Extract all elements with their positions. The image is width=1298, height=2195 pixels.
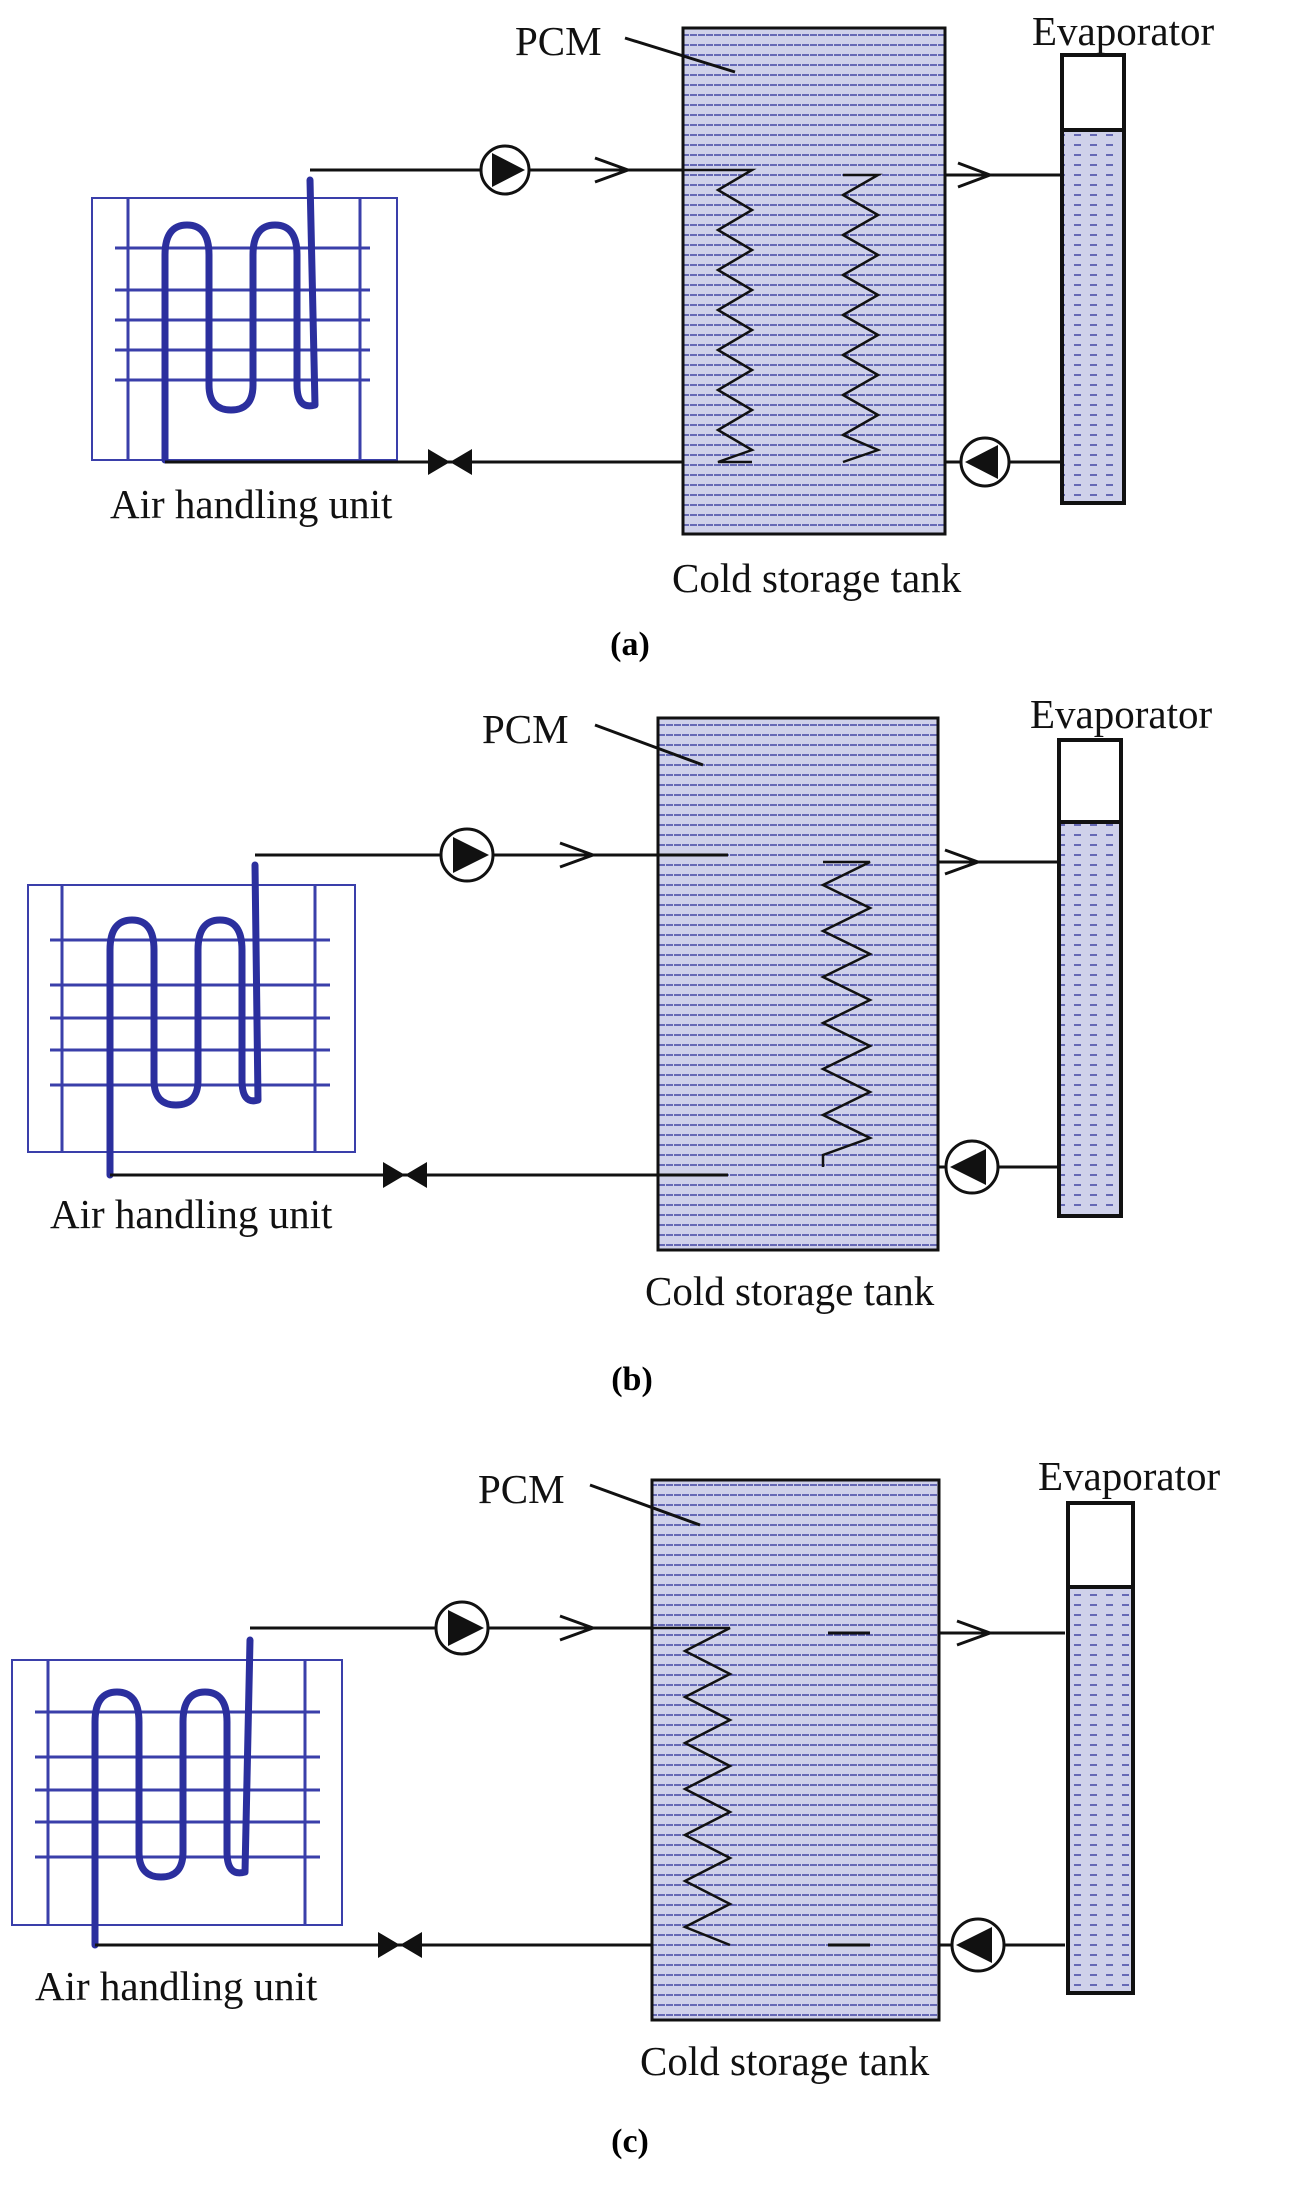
ahu-coil [106,861,262,1179]
flow-arrow-icon [594,156,633,184]
cold-storage-tank [656,716,940,1252]
tank-label: Cold storage tank [645,1268,935,1314]
pump-icon [959,436,1011,488]
flow-arrow-icon [944,848,983,876]
cold-storage-tank [680,26,947,536]
pcm-leader-line [589,1483,701,1527]
panel-a: PCM Evaporator Air handling unit Cold st… [91,8,1214,663]
ahu-label: Air handling unit [110,481,393,527]
ahu-coil [161,176,319,464]
pump-icon [944,1139,1000,1195]
air-handling-unit [27,861,356,1179]
valve-icon [383,1162,427,1188]
right-coil [840,173,883,464]
cold-storage-tank [650,1478,941,2022]
pump-icon [950,1917,1006,1973]
pcm-leader-line [594,723,704,767]
left-coil [652,1626,733,1947]
air-handling-unit [91,176,398,464]
panel-b: PCM Evaporator Air handling unit Cold st… [27,691,1212,1398]
left-coil [680,168,757,464]
evaporator-label: Evaporator [1030,691,1212,737]
pump-icon [439,827,495,883]
evaporator [1060,53,1126,505]
ahu-label: Air handling unit [50,1191,333,1237]
pcm-label: PCM [515,18,602,64]
air-handling-unit [11,1636,343,1949]
pcm-label: PCM [478,1466,565,1512]
pump-icon [479,144,531,196]
flow-arrow-icon [956,1619,995,1647]
panel-c: PCM Evaporator Air handling unit Cold st… [11,1453,1220,2160]
right-coil [820,860,874,1167]
evaporator-label: Evaporator [1038,1453,1220,1499]
evaporator [1066,1501,1135,1995]
evaporator [1057,738,1123,1218]
flow-arrow-icon [957,161,995,189]
pcm-label: PCM [482,706,569,752]
caption-b: (b) [611,1361,653,1398]
caption-c: (c) [611,2123,649,2160]
evaporator-label: Evaporator [1032,8,1214,54]
flow-arrow-icon [559,841,598,869]
pump-icon [434,1600,490,1656]
tank-label: Cold storage tank [672,555,962,601]
valve-icon [378,1932,422,1958]
valve-icon [428,449,472,475]
ahu-coil [91,1636,254,1949]
ahu-label: Air handling unit [35,1963,318,2009]
caption-a: (a) [610,626,650,663]
pcm-leader-line [624,36,736,74]
flow-arrow-icon [559,1614,598,1642]
tank-label: Cold storage tank [640,2038,930,2084]
